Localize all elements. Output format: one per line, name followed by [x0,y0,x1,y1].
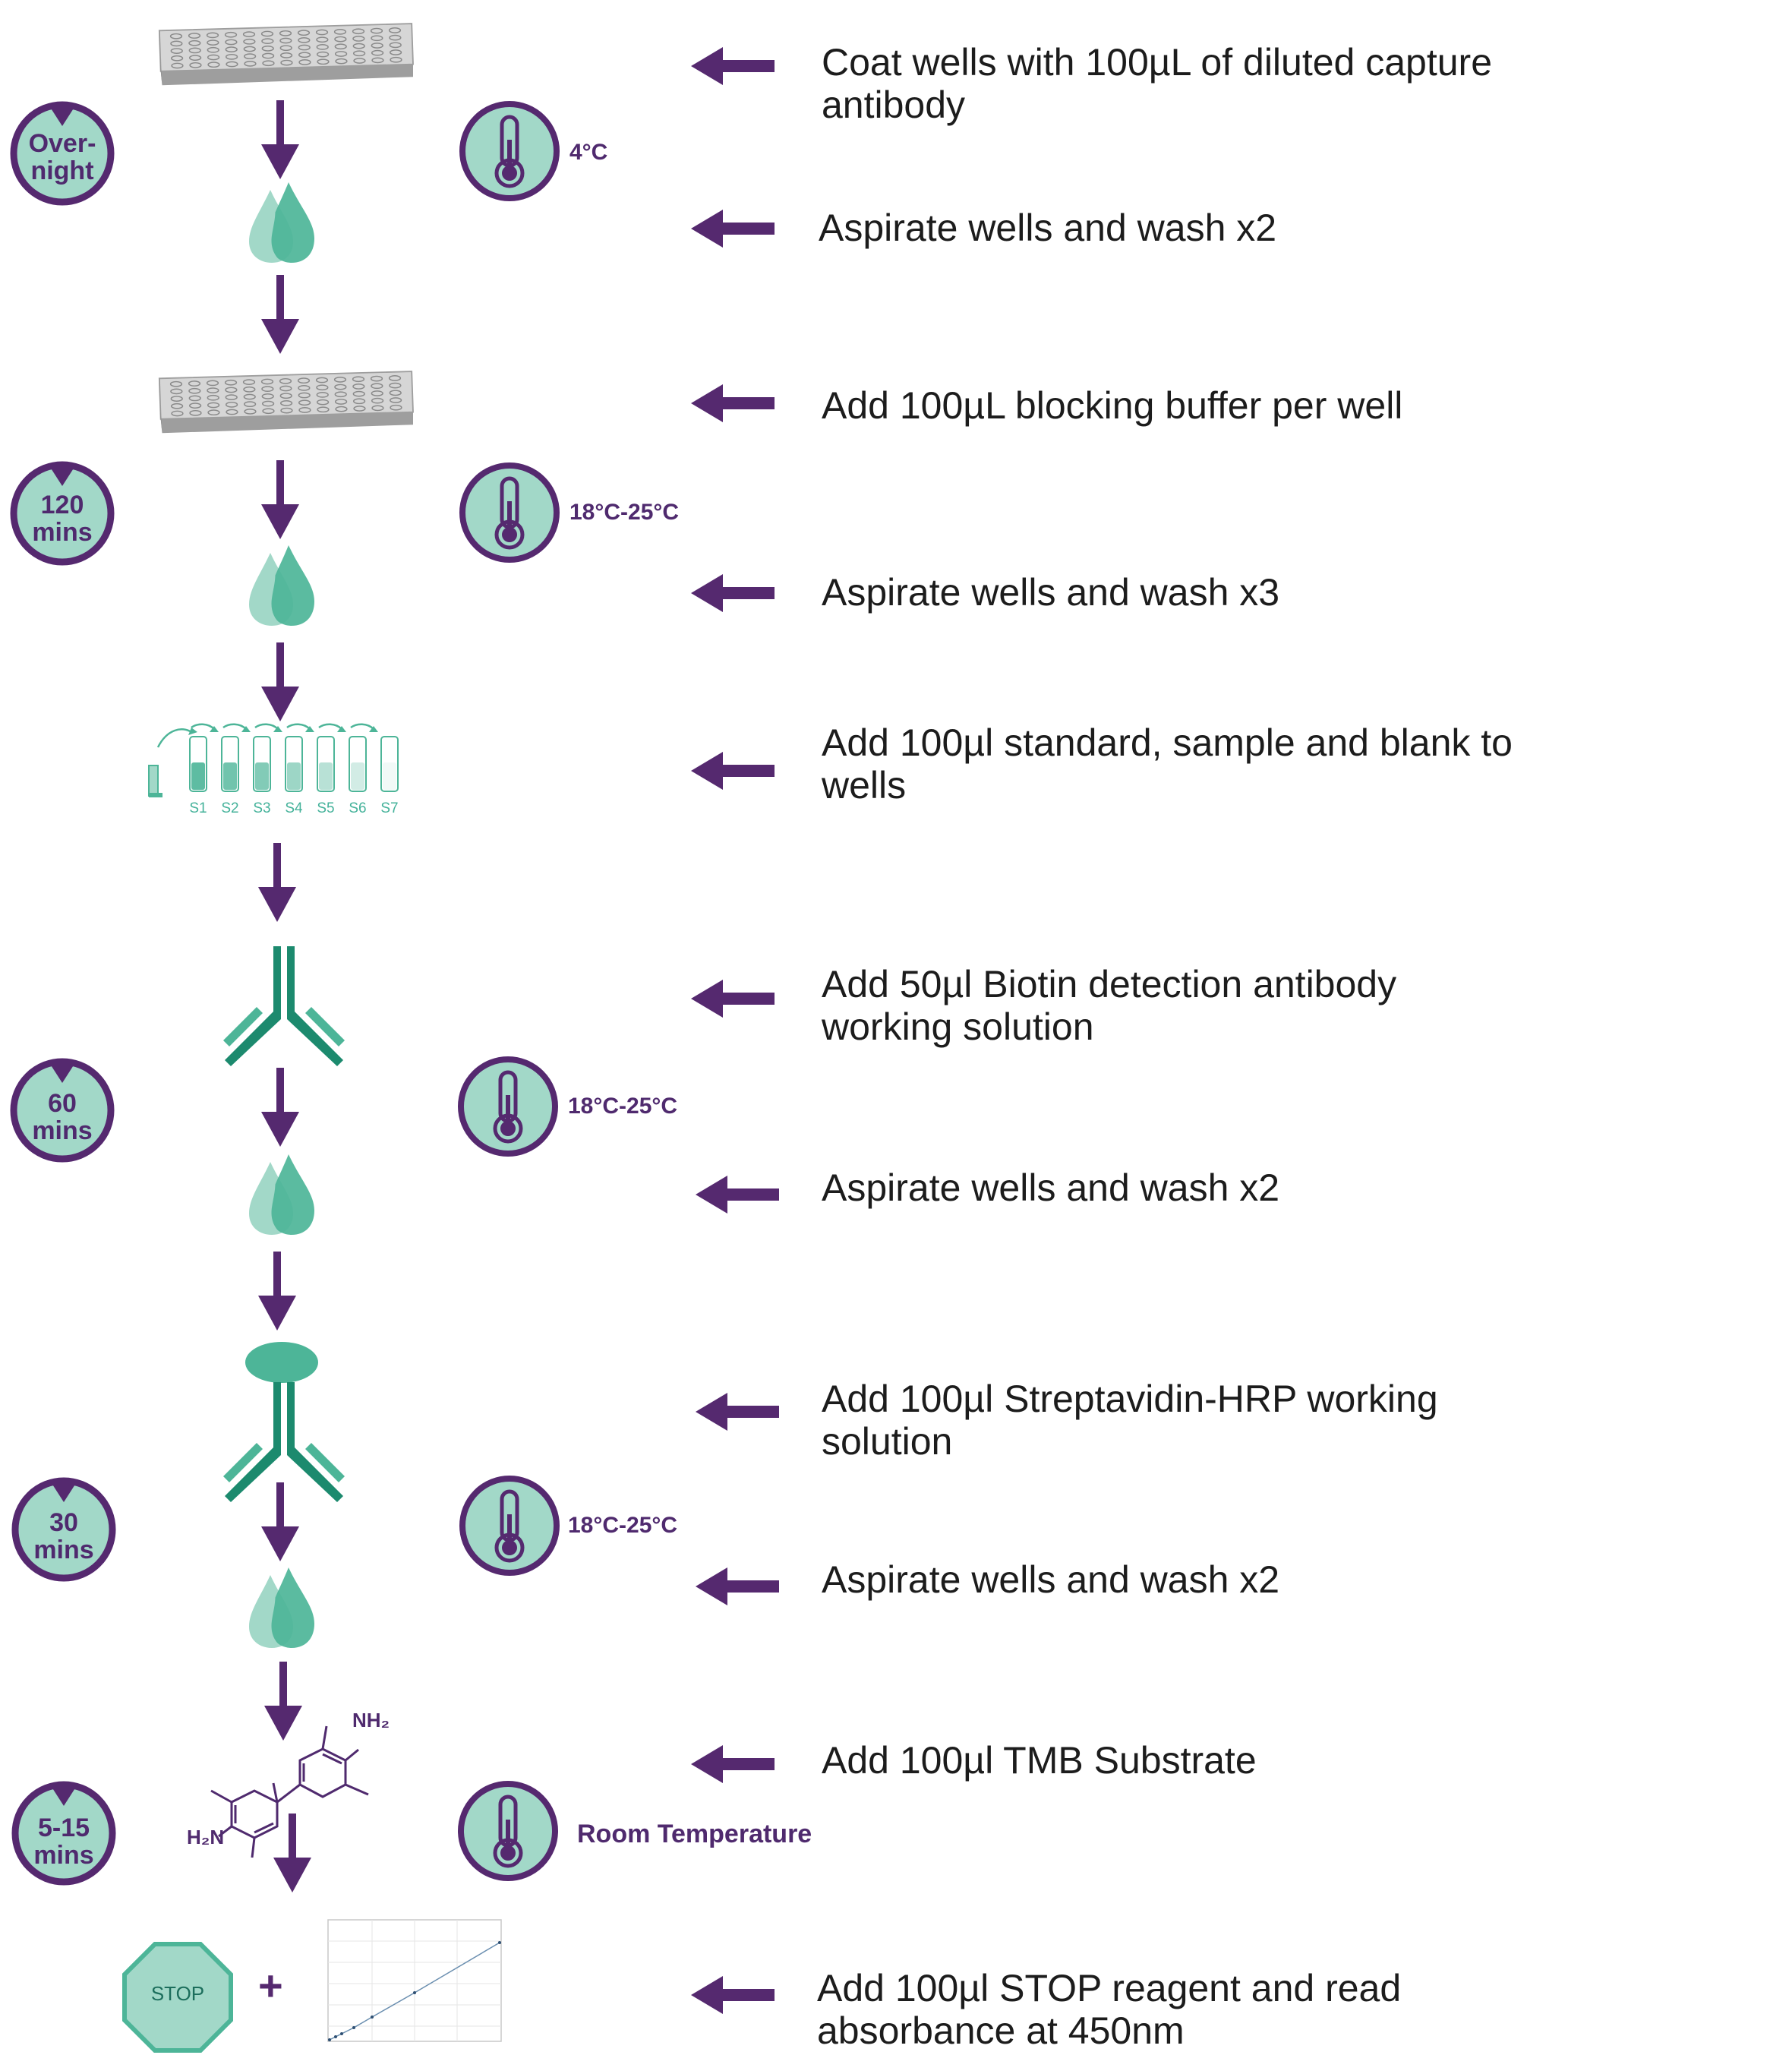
step-arrow-icon [696,1393,779,1431]
flow-arrow-down-icon [261,460,299,539]
streptavidin-hrp-icon [245,1342,318,1383]
tube-liquid [223,762,237,790]
microplate-icon [141,363,430,454]
plus-sign: + [258,1962,283,2009]
flow-arrow-down-icon [258,843,296,922]
tube-label: S2 [221,800,238,816]
step-3-text: Add 100µL blocking buffer per well [822,384,1403,427]
thermometer-icon [459,462,560,563]
thermometer-icon [457,1780,559,1882]
step-4-text: Aspirate wells and wash x3 [822,571,1280,614]
step-arrow-icon [691,1745,775,1783]
step-arrow-icon [691,210,775,248]
flow-arrow-down-icon [261,100,299,179]
step-9-text: Aspirate wells and wash x2 [822,1558,1280,1601]
step-2-text: Aspirate wells and wash x2 [819,207,1277,249]
step-arrow-icon [691,47,775,85]
step-arrow-icon [691,980,775,1018]
water-drops-icon [245,545,317,629]
tube-label: S6 [349,800,366,816]
step-arrow-icon [696,1176,779,1214]
tube-liquid [351,762,364,790]
step-arrow-icon [691,752,775,790]
timer-icon: 30 mins [11,1476,117,1583]
step-arrow-icon [696,1567,779,1605]
temperature-label: 18°C-25°C [569,500,680,525]
tube-label: S1 [189,800,207,816]
flow-arrow-down-icon [258,1252,296,1331]
flow-arrow-down-icon [261,275,299,354]
tube-label: S5 [317,800,334,816]
water-drops-icon [245,182,317,266]
tube-s5 [317,736,335,792]
flow-arrow-down-icon [261,642,299,721]
temperature-label: 18°C-25°C [568,1094,678,1119]
step-arrow-icon [691,574,775,612]
thermometer-icon [459,100,560,202]
temperature-label: 18°C-25°C [568,1513,678,1538]
tube-label: S3 [253,800,270,816]
tube-liquid [287,762,301,790]
step-10-text: Add 100µl TMB Substrate [822,1739,1257,1782]
tube-liquid [255,762,269,790]
water-drops-icon [245,1154,317,1238]
step-arrow-icon [691,1976,775,2014]
temperature-label: 4°C [569,140,608,165]
step-1-text: Coat wells with 100µL of diluted capture… [822,41,1493,126]
flow-arrow-down-icon [273,1814,311,1892]
tube-liquid [319,762,333,790]
microplate-icon [141,15,430,106]
tube-liquid [383,762,396,790]
timer-icon: 60 mins [9,1057,115,1163]
thermometer-icon [457,1056,559,1157]
flow-arrow-down-icon [261,1482,299,1561]
tmb-molecule-icon: NH₂ H₂N [182,1707,410,1867]
tube-s6 [349,736,367,792]
step-arrow-icon [691,384,775,422]
flow-arrow-down-icon [261,1068,299,1147]
temperature-label: Room Temperature [577,1820,812,1848]
thermometer-icon [459,1475,560,1577]
step-7-text: Aspirate wells and wash x2 [822,1166,1280,1209]
stop-sign-icon: STOP [121,1941,234,2053]
antibody-icon [222,946,351,1075]
timer-icon: 5-15 mins [11,1780,117,1886]
tube-label: S7 [380,800,398,816]
standard-curve-chart-icon [327,1919,502,2042]
tube-s7 [380,736,399,792]
timer-icon: 120 mins [9,460,115,567]
tube-liquid [191,762,205,790]
tube-label: S4 [285,800,303,816]
dilution-series-icon: S1 S2 S3 S4 S5 S6 S7 [144,720,410,819]
timer-icon: Over- night [9,100,115,207]
water-drops-icon [245,1567,317,1651]
